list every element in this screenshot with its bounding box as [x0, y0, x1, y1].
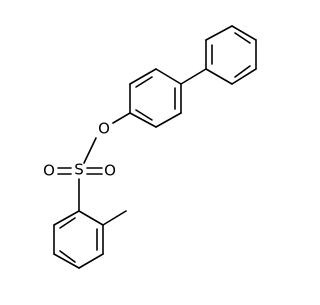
tolyl-ring — [53, 210, 104, 269]
sulfur-atom-label: S — [74, 161, 84, 179]
central-phenylene-ring — [129, 68, 182, 128]
sulfonyl-double-bonds — [57, 167, 103, 175]
chemical-structure-diagram: O S O O — [43, 25, 257, 269]
biphenyl-link-bond — [180, 68, 207, 85]
oxygen-sulfur-bond — [83, 137, 97, 164]
aryl-oxygen-bond — [112, 112, 131, 124]
sulfonyl-oxygen-right-label: O — [104, 162, 116, 180]
methyl-bond — [102, 210, 127, 226]
oxygen-atom-label: O — [98, 120, 110, 138]
sulfonyl-oxygen-left-label: O — [43, 162, 55, 180]
terminal-phenyl-ring — [205, 25, 257, 85]
